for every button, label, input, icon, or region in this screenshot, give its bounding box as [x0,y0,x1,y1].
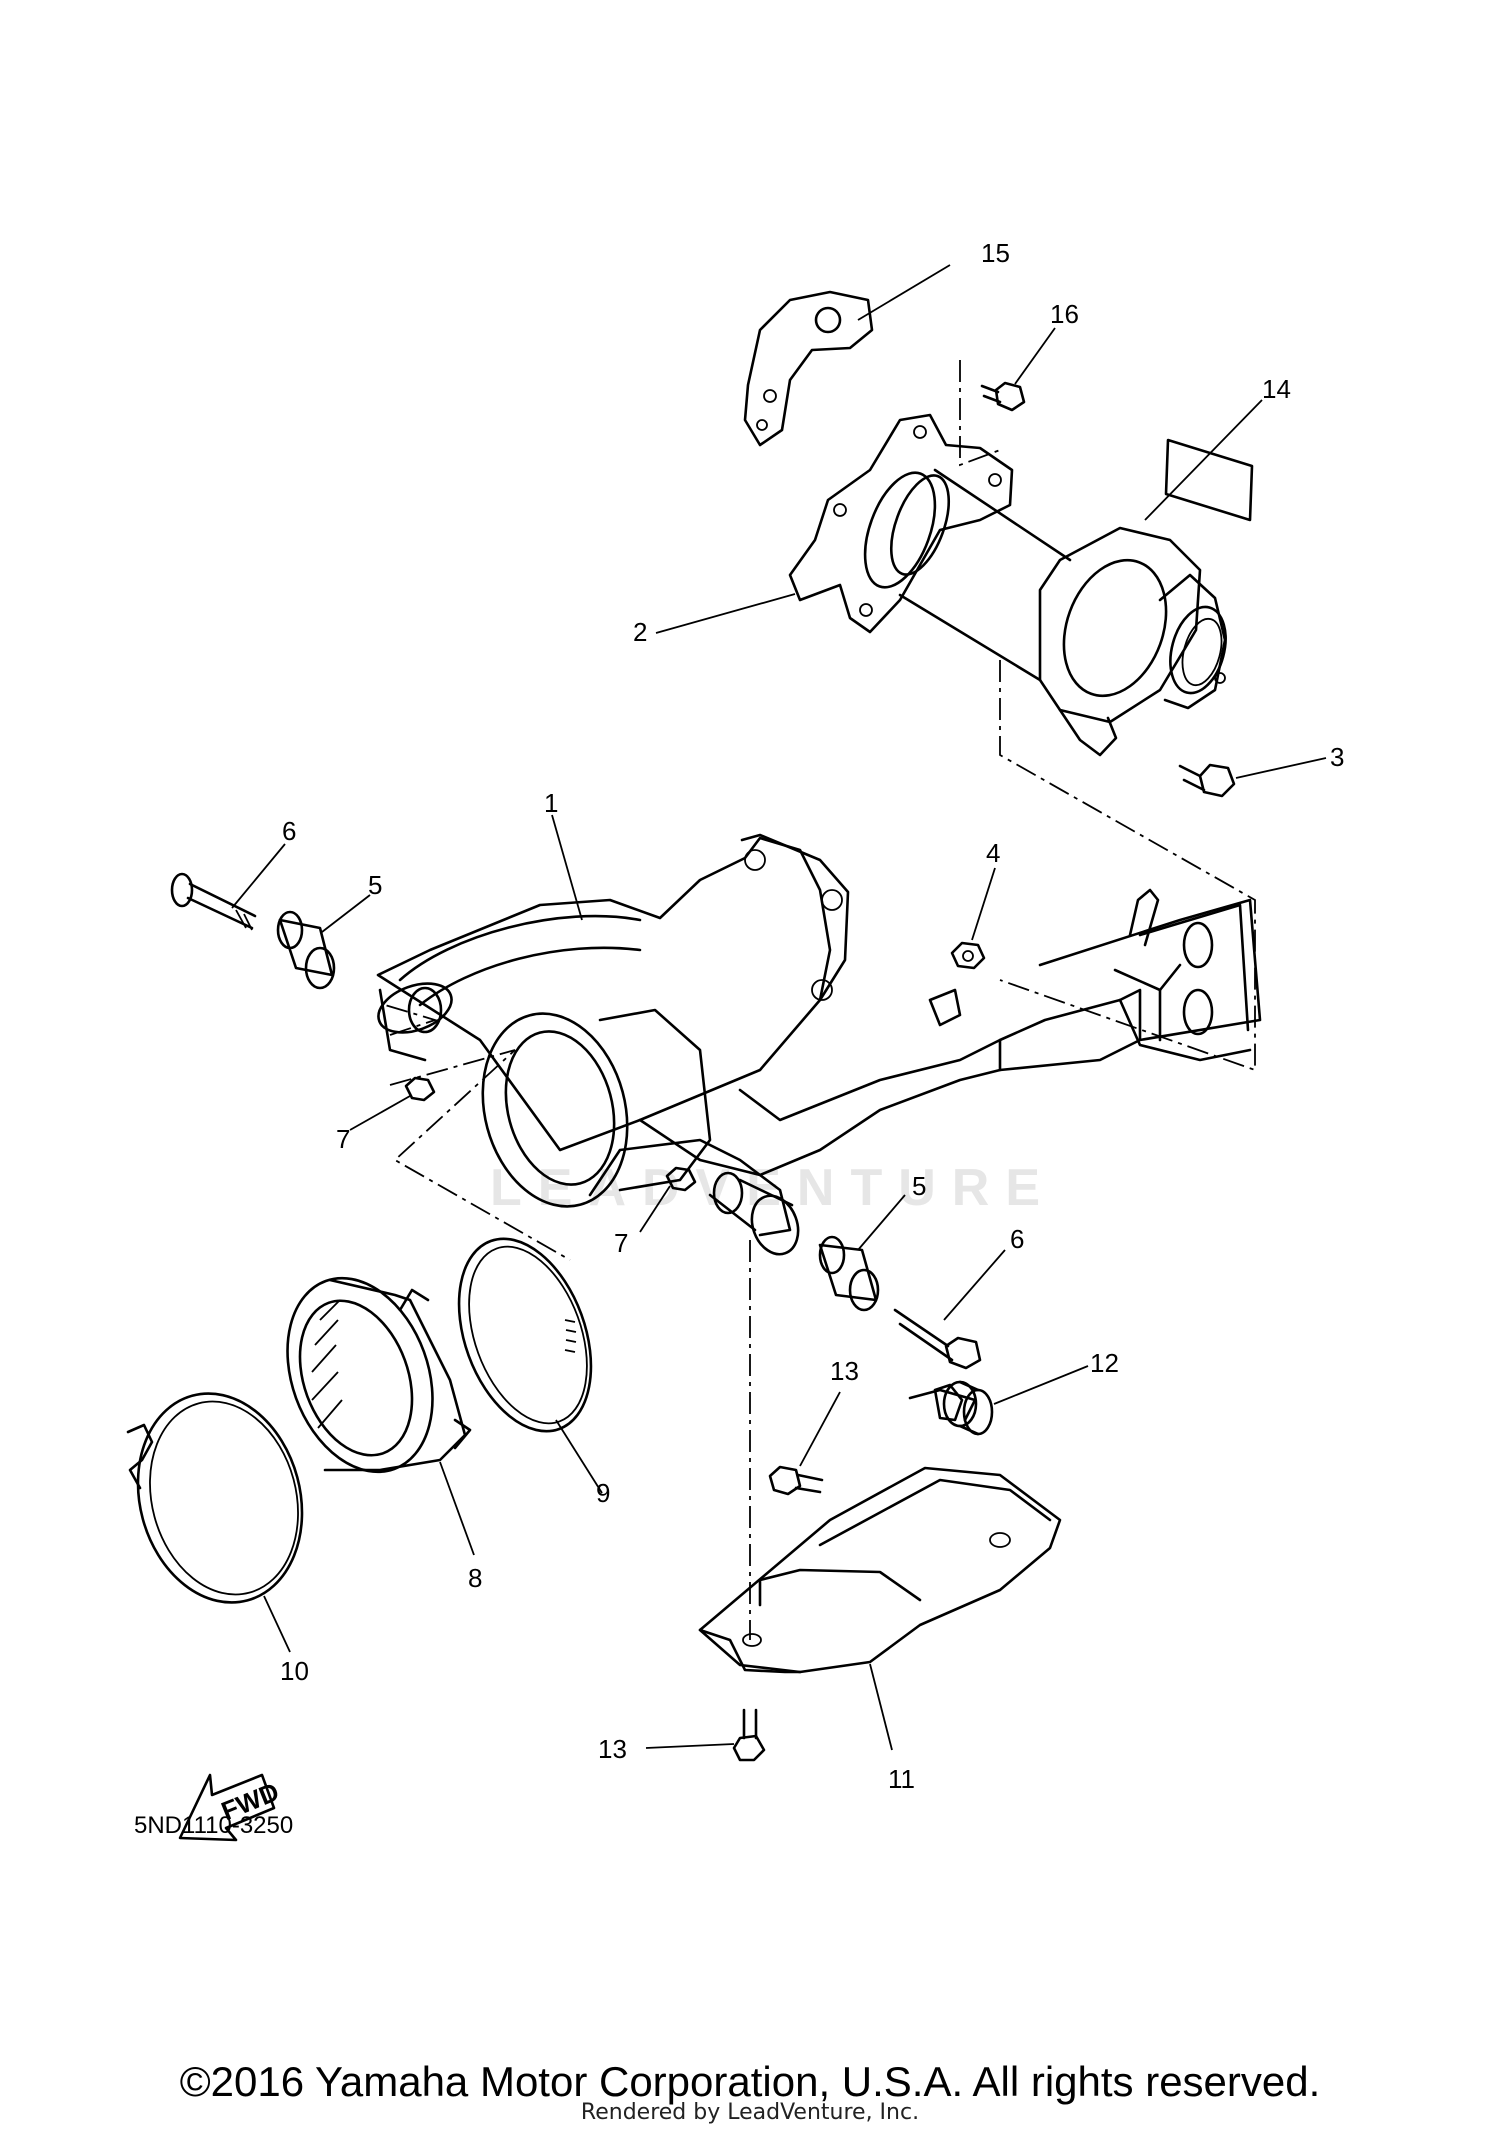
part-7-nut-left [404,1076,436,1102]
part-16-bolt [980,381,1026,412]
callout-3: 3 [1330,742,1344,772]
leader-lines [231,264,1327,1751]
watermark-text: LEADVENTURE [490,1159,1056,1217]
part-6-bolt-left [170,872,257,931]
callout-14: 14 [1262,374,1291,404]
part-2-axle-housing [788,413,1227,757]
callout-10: 10 [280,1656,309,1686]
callout-4: 4 [986,838,1000,868]
part-12-rubber-mount [942,1380,994,1436]
part-4-nut [950,941,986,970]
callout-13-lower: 13 [598,1734,627,1764]
callout-15: 15 [981,238,1010,268]
callout-5-right: 5 [912,1171,926,1201]
callout-6-right: 6 [1010,1224,1024,1254]
callout-7-right: 7 [614,1228,628,1258]
part-13-bolt-lower [732,1708,766,1762]
part-8-boot [286,1276,472,1474]
rendered-by-credit: Rendered by LeadVenture, Inc. [580,2100,920,2125]
part-14-label-plate [1164,438,1254,522]
callout-13-upper: 13 [830,1356,859,1386]
part-15-bracket [743,290,874,447]
part-9-clamp-ring [457,1237,593,1433]
part-5-bushing-right [818,1235,880,1312]
callout-12: 12 [1090,1348,1119,1378]
part-1-swingarm [376,833,1262,1256]
callout-6-left: 6 [282,816,296,846]
part-7-nut-right [665,1166,697,1192]
part-3-bolt [1178,763,1236,798]
part-13-bolt-upper [768,1465,824,1496]
callout-11: 11 [888,1764,915,1794]
callout-8: 8 [468,1563,482,1593]
part-6-bolt-right [893,1308,982,1370]
callout-7-left: 7 [336,1124,350,1154]
part-11-skid-plate [698,1383,1062,1674]
diagram-part-code: 5ND1110-3250 [134,1812,294,1839]
callout-1: 1 [544,788,558,818]
callout-16: 16 [1050,299,1079,329]
copyright-notice: ©2016 Yamaha Motor Corporation, U.S.A. A… [179,2058,1321,2105]
part-10-band-clamp [126,1392,304,1604]
callout-numbers: 15 16 14 2 3 1 4 6 5 7 7 5 6 12 13 9 8 1… [280,238,1344,1794]
callout-9: 9 [596,1478,610,1508]
callout-2: 2 [633,617,647,647]
part-5-bushing-left [276,910,336,990]
assembly-lines [384,360,1256,1640]
callout-5-left: 5 [368,870,382,900]
